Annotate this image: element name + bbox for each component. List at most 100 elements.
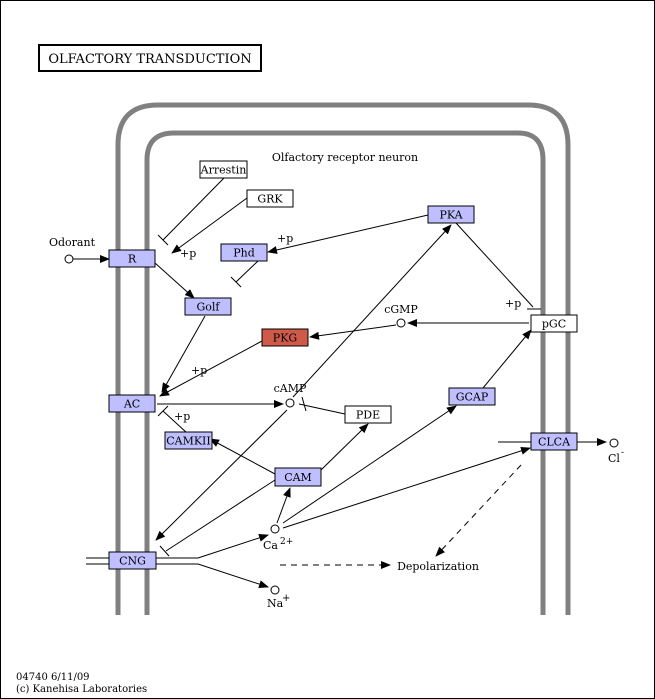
compound-chloride-label: Cl bbox=[608, 452, 620, 465]
node-r-box bbox=[108, 249, 156, 268]
node-ac-box bbox=[108, 394, 156, 413]
node-pde[interactable]: PDE bbox=[344, 405, 392, 424]
inhibit-bar-camkii bbox=[157, 405, 169, 417]
node-cam[interactable]: CAM bbox=[274, 467, 322, 487]
edge-camp-pka bbox=[292, 224, 452, 398]
edge-r-golf bbox=[154, 262, 195, 299]
map-title: OLFACTORY TRANSDUCTION bbox=[48, 52, 251, 67]
edge-camp-cng bbox=[155, 409, 288, 541]
node-pgc-box bbox=[530, 314, 578, 333]
edge-camkii-ac bbox=[162, 410, 188, 434]
phospho-label: +p bbox=[174, 410, 190, 423]
compound-sodium-charge: + bbox=[282, 593, 290, 604]
node-cam-label: CAM bbox=[284, 471, 312, 484]
phospho-label: +p bbox=[277, 232, 293, 245]
edge-cam-cng bbox=[165, 479, 276, 552]
node-golf-box bbox=[184, 297, 232, 316]
compound-calcium-dot bbox=[270, 524, 280, 534]
compound-camp[interactable]: cAMP bbox=[274, 382, 307, 408]
edge-arrestin-r bbox=[162, 177, 225, 241]
node-pgc-label: pGC bbox=[542, 318, 566, 331]
node-r-label: R bbox=[128, 253, 137, 266]
compound-cgmp-label: cGMP bbox=[384, 303, 418, 316]
cell-label: Olfactory receptor neuron bbox=[272, 151, 418, 164]
node-cng[interactable]: CNG bbox=[108, 551, 157, 570]
compound-sodium-dot bbox=[270, 585, 280, 595]
node-gcap-label: GCAP bbox=[456, 391, 489, 404]
node-pkg-label: PKG bbox=[273, 332, 297, 345]
phospho-label: +p bbox=[180, 247, 196, 260]
edge-cam-pde bbox=[320, 423, 369, 471]
node-golf[interactable]: Golf bbox=[184, 297, 232, 316]
edge-pka-pgc bbox=[455, 222, 534, 308]
node-grk[interactable]: GRK bbox=[246, 189, 294, 208]
node-phd[interactable]: Phd bbox=[220, 243, 268, 262]
node-pka[interactable]: PKA bbox=[427, 205, 475, 224]
node-pkg-box bbox=[261, 328, 309, 347]
node-pka-box bbox=[427, 205, 475, 224]
node-phd-box bbox=[220, 243, 268, 262]
compound-calcium[interactable]: Ca 2+ bbox=[263, 524, 293, 552]
compound-chloride-dot bbox=[609, 438, 619, 448]
node-clca-box bbox=[530, 432, 578, 451]
node-grk-box bbox=[246, 189, 294, 208]
node-camkii[interactable]: CAMKII bbox=[164, 431, 213, 450]
compound-odorant[interactable]: Odorant bbox=[49, 236, 96, 264]
outer-membrane bbox=[115, 102, 571, 615]
edge-pkg-ac bbox=[159, 340, 263, 397]
compound-cgmp[interactable]: cGMP bbox=[384, 303, 418, 328]
node-gcap-box bbox=[448, 387, 496, 406]
compound-sodium[interactable]: Na + bbox=[267, 585, 290, 610]
inhibit-bar-pde bbox=[301, 396, 307, 412]
node-cng-label: CNG bbox=[119, 555, 146, 568]
phospho-label: +p bbox=[505, 297, 521, 310]
footer-id-date: 04740 6/11/09 bbox=[16, 672, 90, 683]
compound-camp-label: cAMP bbox=[274, 382, 307, 395]
node-pde-box bbox=[344, 405, 392, 424]
inner-membrane bbox=[144, 130, 546, 615]
compound-camp-dot bbox=[285, 398, 295, 408]
node-pde-label: PDE bbox=[356, 409, 380, 422]
edge-gcap-pgc bbox=[482, 329, 532, 389]
node-golf-label: Golf bbox=[197, 301, 221, 314]
edge-pde-camp bbox=[298, 403, 346, 415]
node-pka-label: PKA bbox=[439, 209, 463, 222]
inhibit-bar-phd bbox=[230, 276, 242, 288]
edge-pka-phd bbox=[267, 214, 429, 254]
edge-cng-ca bbox=[197, 534, 269, 559]
node-camkii-box bbox=[164, 431, 213, 450]
node-ac-label: AC bbox=[123, 398, 140, 411]
edge-ca-clca bbox=[282, 446, 531, 529]
footer-copyright: (c) Kanehisa Laboratories bbox=[16, 684, 147, 695]
node-camkii-label: CAMKII bbox=[166, 435, 211, 448]
edge-cng-na bbox=[197, 563, 269, 588]
node-phd-label: Phd bbox=[233, 247, 255, 260]
compound-calcium-label: Ca bbox=[263, 539, 278, 552]
compound-sodium-label: Na bbox=[267, 597, 284, 610]
title-box bbox=[38, 44, 262, 72]
edge-clca-depolarization bbox=[435, 464, 522, 557]
node-gcap[interactable]: GCAP bbox=[448, 387, 496, 406]
compound-odorant-label: Odorant bbox=[49, 236, 96, 249]
node-cam-box bbox=[274, 467, 322, 487]
node-pgc[interactable]: pGC bbox=[530, 314, 578, 333]
compound-cgmp-dot bbox=[396, 318, 406, 328]
phospho-label: +p bbox=[191, 364, 207, 377]
compound-chloride[interactable]: Cl - bbox=[608, 438, 624, 465]
node-arrestin[interactable]: Arrestin bbox=[199, 160, 248, 179]
compound-odorant-dot bbox=[64, 254, 74, 264]
node-ac[interactable]: AC bbox=[108, 394, 156, 413]
node-clca[interactable]: CLCA bbox=[530, 432, 578, 451]
edge-grk-r bbox=[171, 197, 248, 254]
edge-ca-gcap bbox=[282, 405, 457, 524]
node-r[interactable]: R bbox=[108, 249, 156, 268]
edge-ca-cam bbox=[276, 487, 291, 524]
node-grk-label: GRK bbox=[257, 193, 283, 206]
edge-phd-golf bbox=[235, 260, 259, 283]
node-pkg[interactable]: PKG bbox=[261, 328, 309, 347]
depolarization-label: Depolarization bbox=[397, 560, 479, 573]
node-arrestin-box bbox=[199, 160, 248, 179]
edge-cam-camkii bbox=[209, 438, 276, 475]
